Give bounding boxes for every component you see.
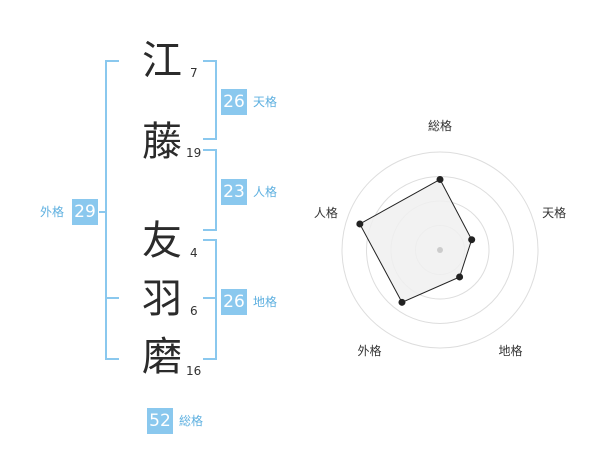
radar-axis-label-5: 人格 [314,205,338,220]
gaikaku-connector [99,211,105,213]
radar-point-5 [356,220,364,228]
name-char-1: 江 [142,38,182,84]
tenkaku-label: 天格 [253,95,278,109]
radar-point-4 [398,298,406,306]
radar-center-dot [437,247,443,253]
jinkaku-label: 人格 [253,185,278,199]
radar-axis-label-2: 天格 [542,205,566,220]
radar-ring-4 [341,151,539,349]
stroke-count-5: 16 [186,364,202,378]
soukaku-value-badge: 52 [147,408,173,434]
chikaku-value-badge: 26 [221,289,247,315]
stroke-count-1: 7 [190,66,198,80]
gaikaku-bracket [105,60,119,360]
radar-axis-label-3: 地格 [498,343,522,358]
radar-point-2 [468,236,476,244]
chikaku-bracket-tick [203,297,217,299]
name-char-3: 友 [142,218,182,264]
gaikaku-value-badge: 29 [72,199,98,225]
gaikaku-bracket-tick [105,297,119,299]
radar-axis-label-1: 総格 [428,118,452,133]
radar-series-polygon [359,178,473,303]
soukaku-label: 総格 [179,414,204,428]
name-char-2: 藤 [142,119,182,165]
tenkaku-bracket [203,60,217,140]
jinkaku-bracket [203,149,217,231]
name-char-4: 羽 [142,276,182,322]
name-char-5: 磨 [142,334,182,380]
stroke-count-3: 4 [190,246,198,260]
radar-point-3 [456,273,464,281]
stroke-count-2: 19 [186,146,202,160]
gaikaku-label: 外格 [40,205,65,219]
jinkaku-value-badge: 23 [221,179,247,205]
chikaku-label: 地格 [253,295,278,309]
radar-point-1 [436,175,444,183]
stroke-count-4: 6 [190,304,198,318]
chikaku-bracket [203,239,217,360]
radar-axis-label-4: 外格 [357,343,381,358]
tenkaku-value-badge: 26 [221,89,247,115]
